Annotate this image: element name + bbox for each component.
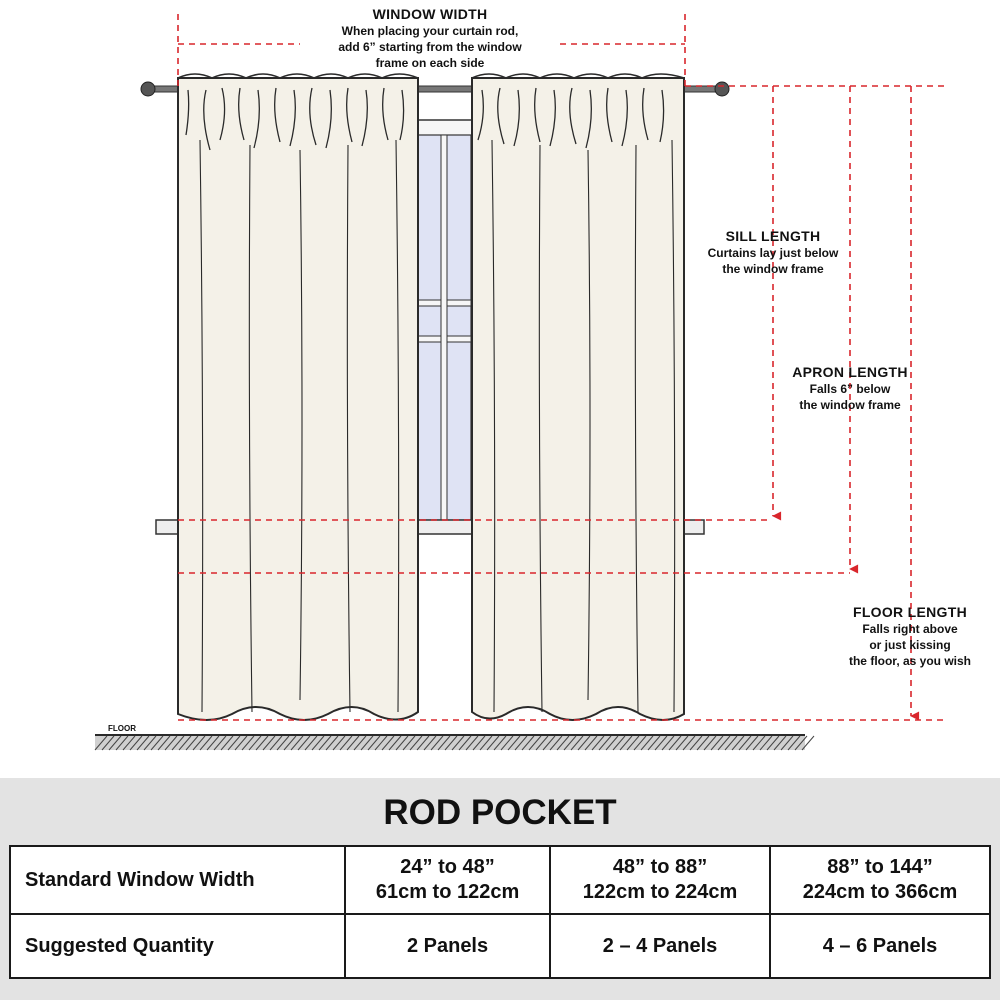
table-row: Standard Window Width 24” to 48” 61cm to… <box>9 845 991 915</box>
floor: FLOOR <box>94 724 815 751</box>
rod-finial-right <box>714 81 730 97</box>
floor-label: FLOOR <box>108 724 136 733</box>
table-cell: 48” to 88” 122cm to 224cm <box>549 845 772 915</box>
width-inches: 48” to 88” <box>612 856 708 878</box>
sill-length-title: SILL LENGTH <box>725 228 821 244</box>
apron-length-title: APRON LENGTH <box>792 364 908 380</box>
width-cm: 61cm to 122cm <box>375 881 520 903</box>
row-header-window-width: Standard Window Width <box>9 845 346 915</box>
row-header-quantity: Suggested Quantity <box>9 913 346 979</box>
table-cell: 24” to 48” 61cm to 122cm <box>343 845 552 915</box>
floor-length-desc-line: or just kissing <box>869 638 951 652</box>
table-cell: 88” to 144” 224cm to 366cm <box>769 845 991 915</box>
window-width-title: WINDOW WIDTH <box>372 6 488 22</box>
floor-length-title: FLOOR LENGTH <box>852 604 968 620</box>
sill-length-desc-line: Curtains lay just below <box>707 246 839 260</box>
window-width-desc-line: add 6” starting from the window <box>338 40 522 54</box>
quantity-cell: 2 – 4 Panels <box>549 913 772 979</box>
curtain-panel-left <box>177 73 419 721</box>
floor-length-desc-line: Falls right above <box>862 622 958 636</box>
quantity-cell: 2 Panels <box>343 913 552 979</box>
apron-length-label: APRON LENGTH Falls 6” below the window f… <box>764 364 936 413</box>
rod-pocket-title: ROD POCKET <box>383 793 617 832</box>
window-width-desc-line: When placing your curtain rod, <box>341 24 519 38</box>
curtain-panel-right <box>471 73 685 721</box>
measurement-guides <box>177 14 945 721</box>
quantity-cell: 4 – 6 Panels <box>769 913 991 979</box>
sill-length-label: SILL LENGTH Curtains lay just below the … <box>682 228 864 277</box>
curtain-diagram: FLOOR <box>94 14 945 751</box>
window-width-label: WINDOW WIDTH When placing your curtain r… <box>272 6 588 71</box>
width-cm: 122cm to 224cm <box>582 881 738 903</box>
rod-finial-left <box>140 81 156 97</box>
width-inches: 88” to 144” <box>827 856 933 878</box>
apron-length-desc-line: Falls 6” below <box>809 382 891 396</box>
sill-length-desc-line: the window frame <box>722 262 824 276</box>
window-muntin-v <box>440 134 448 521</box>
window-width-desc-line: frame on each side <box>375 56 485 70</box>
window <box>155 119 705 535</box>
width-inches: 24” to 48” <box>400 856 495 878</box>
table-row: Suggested Quantity 2 Panels 2 – 4 Panels… <box>9 913 991 979</box>
floor-length-label: FLOOR LENGTH Falls right above or just k… <box>820 604 1000 669</box>
width-cm: 224cm to 366cm <box>802 881 958 903</box>
apron-length-desc-line: the window frame <box>799 398 901 412</box>
floor-length-desc-line: the floor, as you wish <box>848 654 972 668</box>
rod-pocket-table: Standard Window Width 24” to 48” 61cm to… <box>9 845 991 979</box>
